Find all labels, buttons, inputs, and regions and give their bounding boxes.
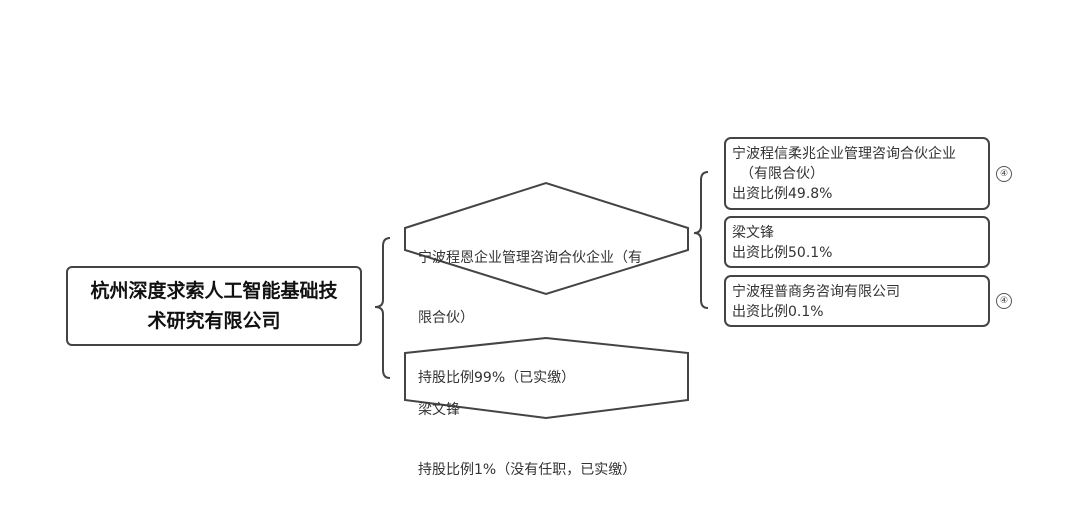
investor-share: 出资比例0.1%	[732, 304, 824, 320]
investor-name-line1: 宁波程信柔兆企业管理咨询合伙企业	[732, 146, 956, 162]
shareholder-node-2: 梁文锋 持股比例1%（没有任职，已实缴）	[418, 360, 636, 520]
investor-name: 梁文锋	[732, 225, 774, 241]
investor-node-1: 宁波程信柔兆企业管理咨询合伙企业 （有限合伙） 出资比例49.8%	[724, 137, 990, 210]
circled-four-badge: ④	[996, 293, 1012, 309]
shareholder-hexagon-1	[404, 181, 689, 296]
circled-four-badge: ④	[996, 166, 1012, 182]
company-root-node: 杭州深度求索人工智能基础技术研究有限公司	[66, 266, 362, 346]
investor-node-2: 梁文锋 出资比例50.1%	[724, 216, 990, 268]
investor-node-3: 宁波程普商务咨询有限公司 出资比例0.1%	[724, 275, 990, 327]
right-brace	[693, 171, 709, 309]
left-brace	[374, 237, 391, 379]
shareholder-node-1: 宁波程恩企业管理咨询合伙企业（有 限合伙） 持股比例99%（已实缴）	[418, 208, 642, 428]
shareholder-name: 梁文锋	[418, 402, 460, 418]
shareholder-name-line1: 宁波程恩企业管理咨询合伙企业（有	[418, 250, 642, 266]
shareholder-name-line2: 限合伙）	[418, 310, 474, 326]
investor-name-line2: （有限合伙）	[740, 166, 824, 182]
shareholder-share: 持股比例99%（已实缴）	[418, 370, 576, 386]
shareholder-share: 持股比例1%（没有任职，已实缴）	[418, 462, 637, 478]
investor-name: 宁波程普商务咨询有限公司	[732, 284, 900, 300]
investor-share: 出资比例50.1%	[732, 245, 833, 261]
shareholder-hexagon-2	[404, 336, 689, 420]
company-name: 杭州深度求索人工智能基础技术研究有限公司	[90, 280, 338, 332]
investor-share: 出资比例49.8%	[732, 186, 833, 202]
